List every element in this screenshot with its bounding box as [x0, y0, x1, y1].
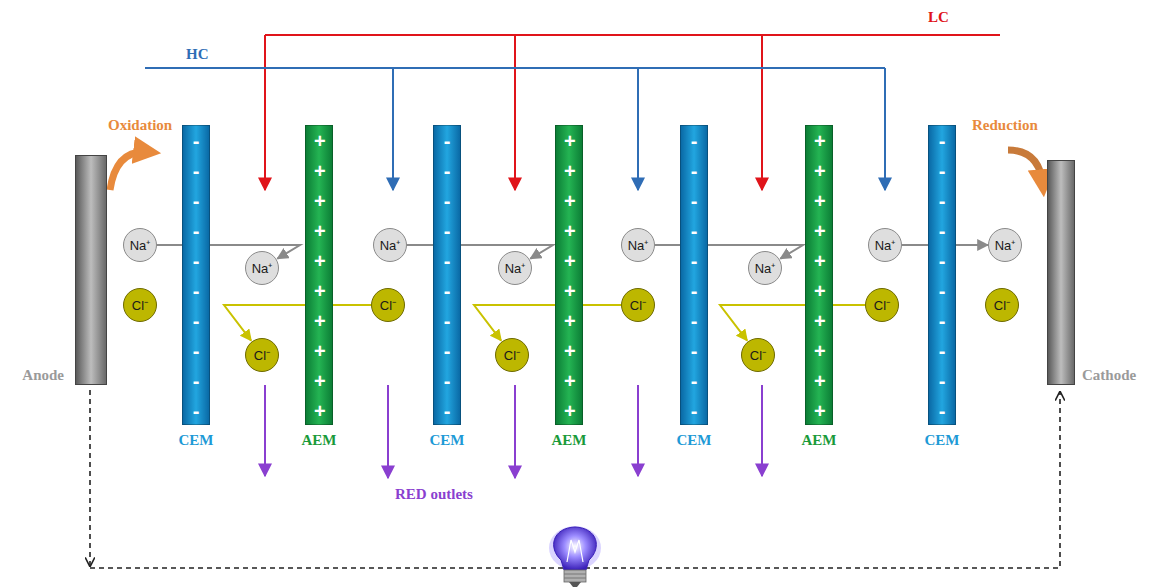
lc-feed	[265, 35, 1000, 190]
chloride-ion: Cl⁻	[621, 288, 655, 322]
ion-symbol: Cl⁻	[630, 296, 646, 314]
charge-signs: + + + + + + + + + +	[814, 126, 824, 426]
ion-symbol: Cl⁻	[750, 346, 766, 364]
ion-flow-arrow	[655, 245, 803, 259]
hc-feed	[145, 68, 885, 190]
ion-symbol: Cl⁻	[380, 296, 396, 314]
sodium-ion: Na⁺	[748, 251, 782, 285]
cation-membrane: - - - - - - - - - -CEM	[433, 125, 461, 425]
electrode-label: Anode	[22, 367, 64, 384]
ion-symbol: Na⁺	[130, 236, 151, 254]
chloride-ion: Cl⁻	[985, 288, 1019, 322]
ion-symbol: Na⁺	[628, 236, 649, 254]
chloride-ion: Cl⁻	[371, 288, 405, 322]
sodium-ion: Na⁺	[498, 251, 532, 285]
oxidation-label: Oxidation	[108, 117, 172, 134]
membrane-label: AEM	[552, 432, 587, 449]
charge-signs: - - - - - - - - - -	[442, 126, 452, 426]
charge-signs: + + + + + + + + + +	[314, 126, 324, 426]
chloride-ion: Cl⁻	[865, 288, 899, 322]
ion-symbol: Cl⁻	[874, 296, 890, 314]
ion-symbol: Na⁺	[380, 236, 401, 254]
charge-signs: + + + + + + + + + +	[564, 126, 574, 426]
cation-membrane: - - - - - - - - - -CEM	[680, 125, 708, 425]
ion-symbol: Cl⁻	[994, 296, 1010, 314]
membrane-label: CEM	[179, 432, 214, 449]
sodium-ion: Na⁺	[988, 228, 1022, 262]
chloride-ion: Cl⁻	[495, 338, 529, 372]
anion-membrane: + + + + + + + + + +AEM	[805, 125, 833, 425]
ion-symbol: Na⁺	[995, 236, 1016, 254]
anion-membrane: + + + + + + + + + +AEM	[305, 125, 333, 425]
sodium-ion: Na⁺	[373, 228, 407, 262]
charge-signs: - - - - - - - - - -	[191, 126, 201, 426]
electrode-label: Cathode	[1082, 367, 1136, 384]
ion-symbol: Cl⁻	[504, 346, 520, 364]
ion-flow-arrow	[474, 305, 621, 341]
anion-membrane: + + + + + + + + + +AEM	[555, 125, 583, 425]
cation-membrane: - - - - - - - - - -CEM	[182, 125, 210, 425]
sodium-ion: Na⁺	[621, 228, 655, 262]
anode-electrode: Anode	[75, 155, 107, 385]
charge-signs: - - - - - - - - - -	[689, 126, 699, 426]
charge-signs: - - - - - - - - - -	[937, 126, 947, 426]
ion-symbol: Cl⁻	[254, 346, 270, 364]
outlets-label: RED outlets	[395, 486, 473, 503]
membrane-label: AEM	[302, 432, 337, 449]
reduction-label: Reduction	[972, 117, 1038, 134]
ion-flow-arrow	[157, 245, 300, 259]
cathode-electrode: Cathode	[1047, 160, 1075, 385]
ion-symbol: Cl⁻	[132, 296, 148, 314]
ion-flow-arrow	[407, 245, 553, 259]
chloride-ion: Cl⁻	[123, 288, 157, 322]
sodium-ion: Na⁺	[245, 251, 279, 285]
ion-symbol: Na⁺	[875, 236, 896, 254]
ion-flow-arrow	[720, 305, 865, 341]
cation-membrane: - - - - - - - - - -CEM	[928, 125, 956, 425]
ion-symbol: Na⁺	[755, 259, 776, 277]
light-bulb	[549, 526, 601, 587]
chloride-ion: Cl⁻	[741, 338, 775, 372]
membrane-label: AEM	[802, 432, 837, 449]
hc-label: HC	[186, 46, 209, 63]
sodium-ion: Na⁺	[123, 228, 157, 262]
chloride-ion: Cl⁻	[245, 338, 279, 372]
sodium-ion: Na⁺	[868, 228, 902, 262]
ion-flow-arrow	[224, 305, 371, 341]
membrane-label: CEM	[677, 432, 712, 449]
reduction-arrow	[1008, 150, 1043, 186]
ion-symbol: Na⁺	[252, 259, 273, 277]
lc-label: LC	[928, 9, 949, 26]
membrane-label: CEM	[925, 432, 960, 449]
membrane-label: CEM	[430, 432, 465, 449]
oxidation-arrow	[110, 152, 150, 190]
ion-symbol: Na⁺	[505, 259, 526, 277]
